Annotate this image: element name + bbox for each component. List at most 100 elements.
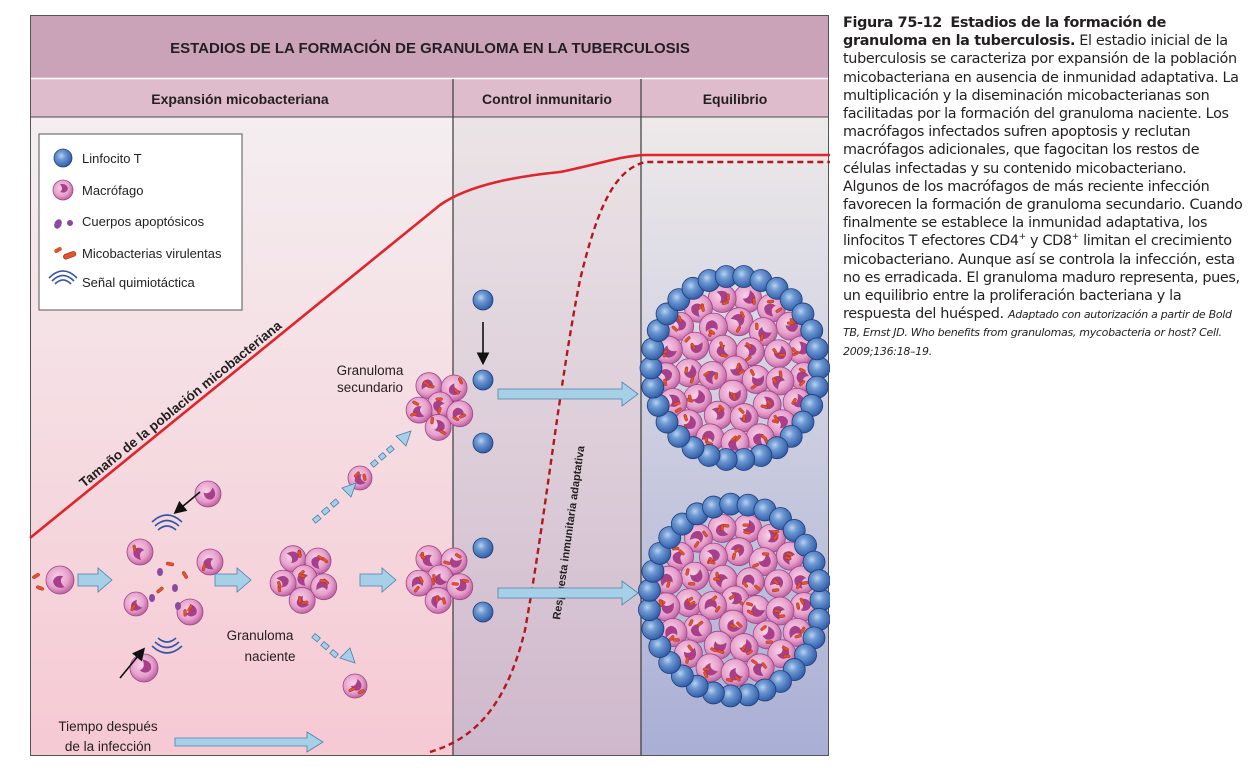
macrophage-cell [45,565,75,595]
caption-superscript: + [1018,232,1027,243]
legend-label: Señal quimiotáctica [82,275,195,290]
macrophage-cell [424,414,452,441]
macrophage-cell [707,514,737,543]
caption-figure-label: Figura 75-12 [843,15,942,31]
macrophage-cell [703,400,733,430]
caption-body: limitan el crecimiento micobacteriano. A… [843,233,1240,323]
legend-label: Linfocito T [82,151,142,166]
apoptotic-body [172,584,178,592]
legend-label: Macrófago [82,183,143,198]
macrophage-cell [683,614,713,643]
macrophage-cell [729,403,759,432]
lymphocyte-cell [639,356,663,380]
macrophage-cell [405,396,433,424]
lymphocyte-cell [472,432,494,454]
bacteria-icon [54,247,77,260]
macrophage-cell [196,548,224,576]
macrophage-cell [698,361,727,390]
granuloma-secondary-label: Granuloma [337,363,404,378]
macrophage-cell [708,564,738,594]
granuloma-nascent-label: Granuloma [227,628,294,643]
bacterium [35,585,45,591]
lymphocyte-cell [641,375,665,399]
bacterium [32,573,40,580]
time-axis-label: Tiempo después [58,719,158,734]
chemotactic-signal-icon [48,270,78,285]
legend-label: Micobacterias virulentas [82,246,222,261]
macrophage-cell [741,595,771,624]
lymphocyte-cell [472,289,494,311]
macrophage-cell [748,317,778,346]
apoptotic-bodies-icon [54,219,73,229]
cell-layer [32,265,830,708]
macrophage-cell [729,633,759,662]
macrophage-cell [720,658,750,688]
lymphocyte-cell [641,617,665,641]
macrophage-cell [698,591,727,620]
macrophage-cell [752,620,782,650]
lymphocyte-cell [807,569,830,593]
figure-caption: Figura 75-12 Estadios de la formación de… [843,14,1245,360]
lymphocyte-cell [472,369,494,391]
apoptotic-body [149,594,155,602]
immune-response-curve [429,160,830,754]
apoptotic-body [175,602,181,610]
macrophage-cell [129,653,159,683]
macrophage-cell [126,538,154,566]
macrophage-cell [680,561,710,591]
macrophage-cell [724,307,754,337]
progression-arrows [77,381,639,753]
time-axis-label: de la infección [65,739,151,754]
granuloma-nascent-label: naciente [244,649,295,664]
population-curve [29,153,830,540]
caption-citation: Adaptado con autorización a partir de Bo… [843,308,1232,358]
stage-label-control: Control inmunitario [482,91,612,107]
lymphocyte-cell [638,598,661,622]
chemotactic-signal-icon [151,514,183,654]
macrophage-cell [446,400,474,428]
macrophage-cell [269,569,297,597]
macrophage-cell [718,609,748,639]
lymphocyte-cell [809,588,830,612]
lymphocyte-cell [638,578,661,602]
macrophage-cell [707,284,737,313]
bacterium [181,571,188,579]
granuloma-stages-figure: ESTADIOS DE LA FORMACIÓN DE GRANULOMA EN… [29,15,830,756]
macrophage-cell [446,573,474,601]
macrophage-cell [665,541,695,571]
stage-label-expansion: Expansión micobacteriana [151,91,329,107]
macrophage-cell [765,596,795,626]
macrophage-cell [764,339,793,369]
macrophage-cell [194,480,222,508]
macrophage-cell [123,591,149,617]
lymphocyte-cell [807,356,830,380]
granuloma-secondary-label: secundario [337,380,403,395]
macrophage-cell [405,569,433,597]
bacterium [156,586,164,594]
macrophage-cell [176,598,204,626]
macrophage-cell [415,372,443,400]
macrophage-cell [695,653,725,683]
title-bar [30,15,829,78]
macrophage-cell [415,545,443,573]
apoptotic-body [157,568,163,576]
legend: Linfocito T Macrófago Cuerpos apoptósico… [38,133,243,311]
legend-label: Cuerpos apoptósicos [82,214,205,229]
macrophage-cell [764,569,793,599]
macrophage-cell [757,523,786,553]
macrophage-cell [310,573,338,601]
bacterium [165,561,175,567]
caption-body: El estadio inicial de la tuberculosis se… [843,33,1243,250]
lymphocyte-cell [472,537,494,559]
macrophage-cell [342,673,368,699]
caption-title: Estadios de la formación de granuloma en… [843,15,1166,50]
macrophage-cell [680,331,710,361]
macrophage-cell [718,379,748,409]
stage-label-equilibrium: Equilibrio [703,91,768,107]
lymphocyte-icon [53,148,73,168]
macrophage-cell [724,537,754,567]
caption-body: y CD8 [1025,233,1072,250]
macrophage-cell [673,639,703,669]
macrophage-cell [426,391,454,419]
caption-superscript: + [1071,232,1080,243]
